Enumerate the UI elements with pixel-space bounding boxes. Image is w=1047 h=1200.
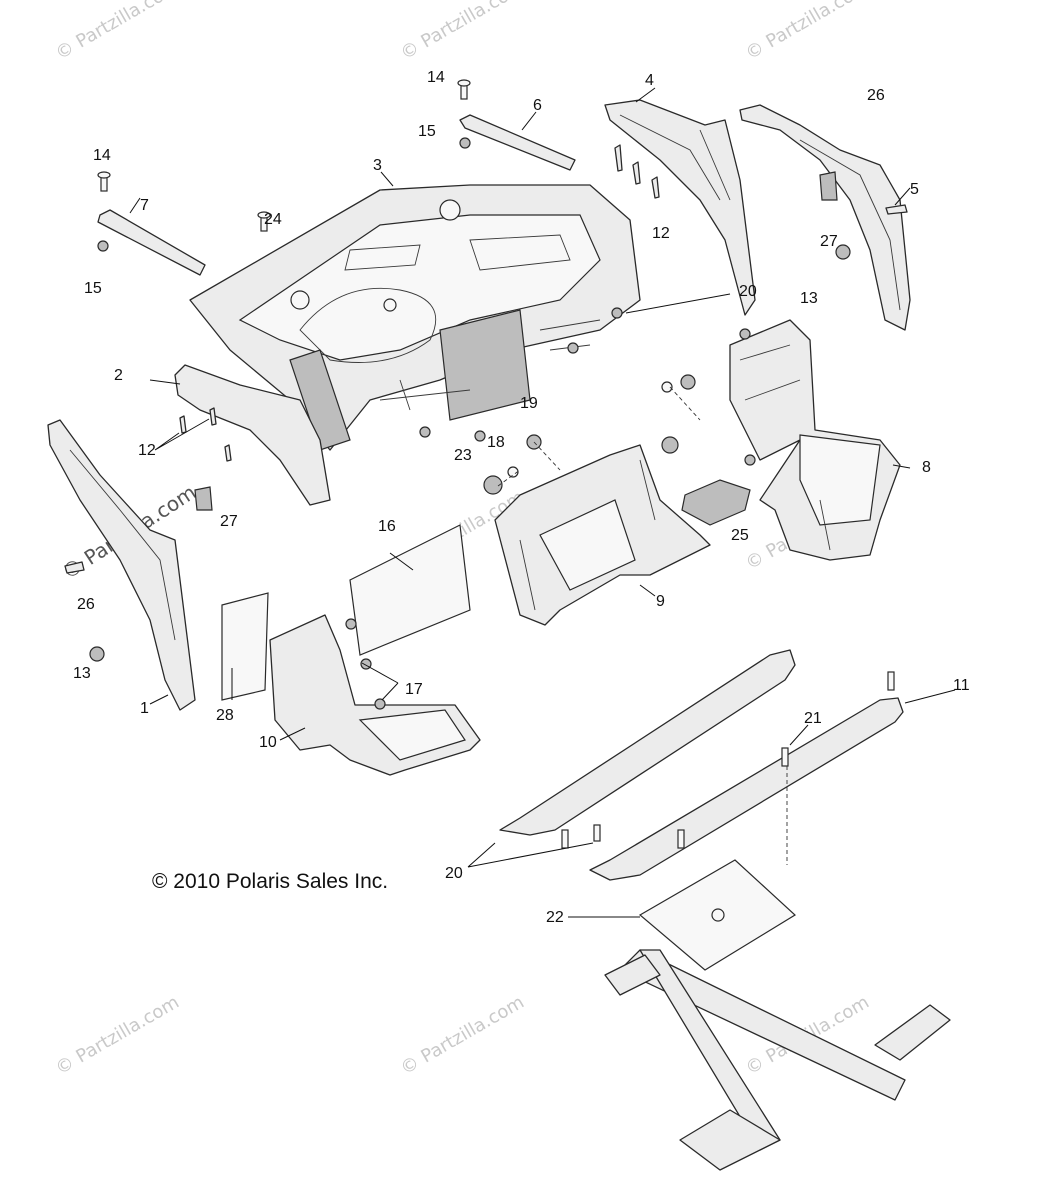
callout-15-top: 15 (418, 123, 436, 140)
callout-20-top: 20 (739, 283, 757, 300)
callout-19: 19 (520, 395, 538, 412)
callout-18: 18 (487, 434, 505, 451)
callout-27-left: 27 (220, 513, 238, 530)
callout-28: 28 (216, 707, 234, 724)
callout-4: 4 (645, 72, 654, 89)
callout-11: 11 (953, 677, 970, 694)
copyright-text: © 2010 Polaris Sales Inc. (152, 870, 388, 893)
callout-7: 7 (140, 197, 149, 214)
callout-12-top: 12 (652, 225, 670, 242)
callout-20-bottom: 20 (445, 865, 463, 882)
watermark-top-left: © Partzilla.com (52, 0, 183, 64)
storage-bin-right (729, 319, 901, 561)
leader-lines (129, 87, 956, 918)
storage-left (269, 614, 481, 776)
center-console (494, 444, 711, 626)
callout-13-left: 13 (73, 665, 91, 682)
callout-5: 5 (910, 181, 919, 198)
callouts: 4 14 26 6 15 14 3 5 7 24 12 27 15 20 13 … (73, 69, 970, 926)
watermark-bottom-left: © Partzilla.com (52, 992, 183, 1080)
callout-2: 2 (114, 367, 123, 384)
callout-8: 8 (922, 459, 931, 476)
bottom-frame (604, 949, 951, 1171)
callout-16: 16 (378, 518, 396, 535)
panel-left-rear (174, 364, 331, 506)
callout-21: 21 (804, 710, 822, 727)
callout-14-top: 14 (427, 69, 445, 86)
callout-25: 25 (731, 527, 749, 544)
callout-14-left: 14 (93, 147, 111, 164)
fender-left (47, 419, 196, 711)
callout-10: 10 (259, 734, 277, 751)
fender-right (739, 104, 911, 331)
callout-22: 22 (546, 909, 564, 926)
watermark-bottom-center: © Partzilla.com (397, 992, 528, 1080)
callout-15-left: 15 (84, 280, 102, 297)
callout-9: 9 (656, 593, 665, 610)
callout-3: 3 (373, 157, 382, 174)
alignment-lines (497, 386, 788, 865)
watermark-top-right: © Partzilla.com (742, 0, 873, 64)
sheet-28 (221, 592, 269, 701)
callout-27-right: 27 (820, 233, 838, 250)
sheet-16 (349, 524, 471, 656)
callout-13-right: 13 (800, 290, 818, 307)
callout-23: 23 (454, 447, 472, 464)
pad-25 (681, 479, 751, 526)
frame-rail-lower (589, 697, 904, 881)
callout-1: 1 (140, 700, 149, 717)
callout-17: 17 (405, 681, 423, 698)
cargo-box (189, 184, 641, 451)
callout-26-right: 26 (867, 87, 885, 104)
panel-right-rear (604, 99, 756, 316)
rail-right (459, 114, 576, 171)
callout-24: 24 (264, 211, 282, 228)
fasteners (64, 79, 908, 849)
frame-rail-upper (499, 649, 796, 836)
rail-left (97, 209, 206, 276)
callout-12-left: 12 (138, 442, 156, 459)
watermark-top-center: © Partzilla.com (397, 0, 528, 64)
callout-26-left: 26 (77, 596, 95, 613)
callout-6: 6 (533, 97, 542, 114)
